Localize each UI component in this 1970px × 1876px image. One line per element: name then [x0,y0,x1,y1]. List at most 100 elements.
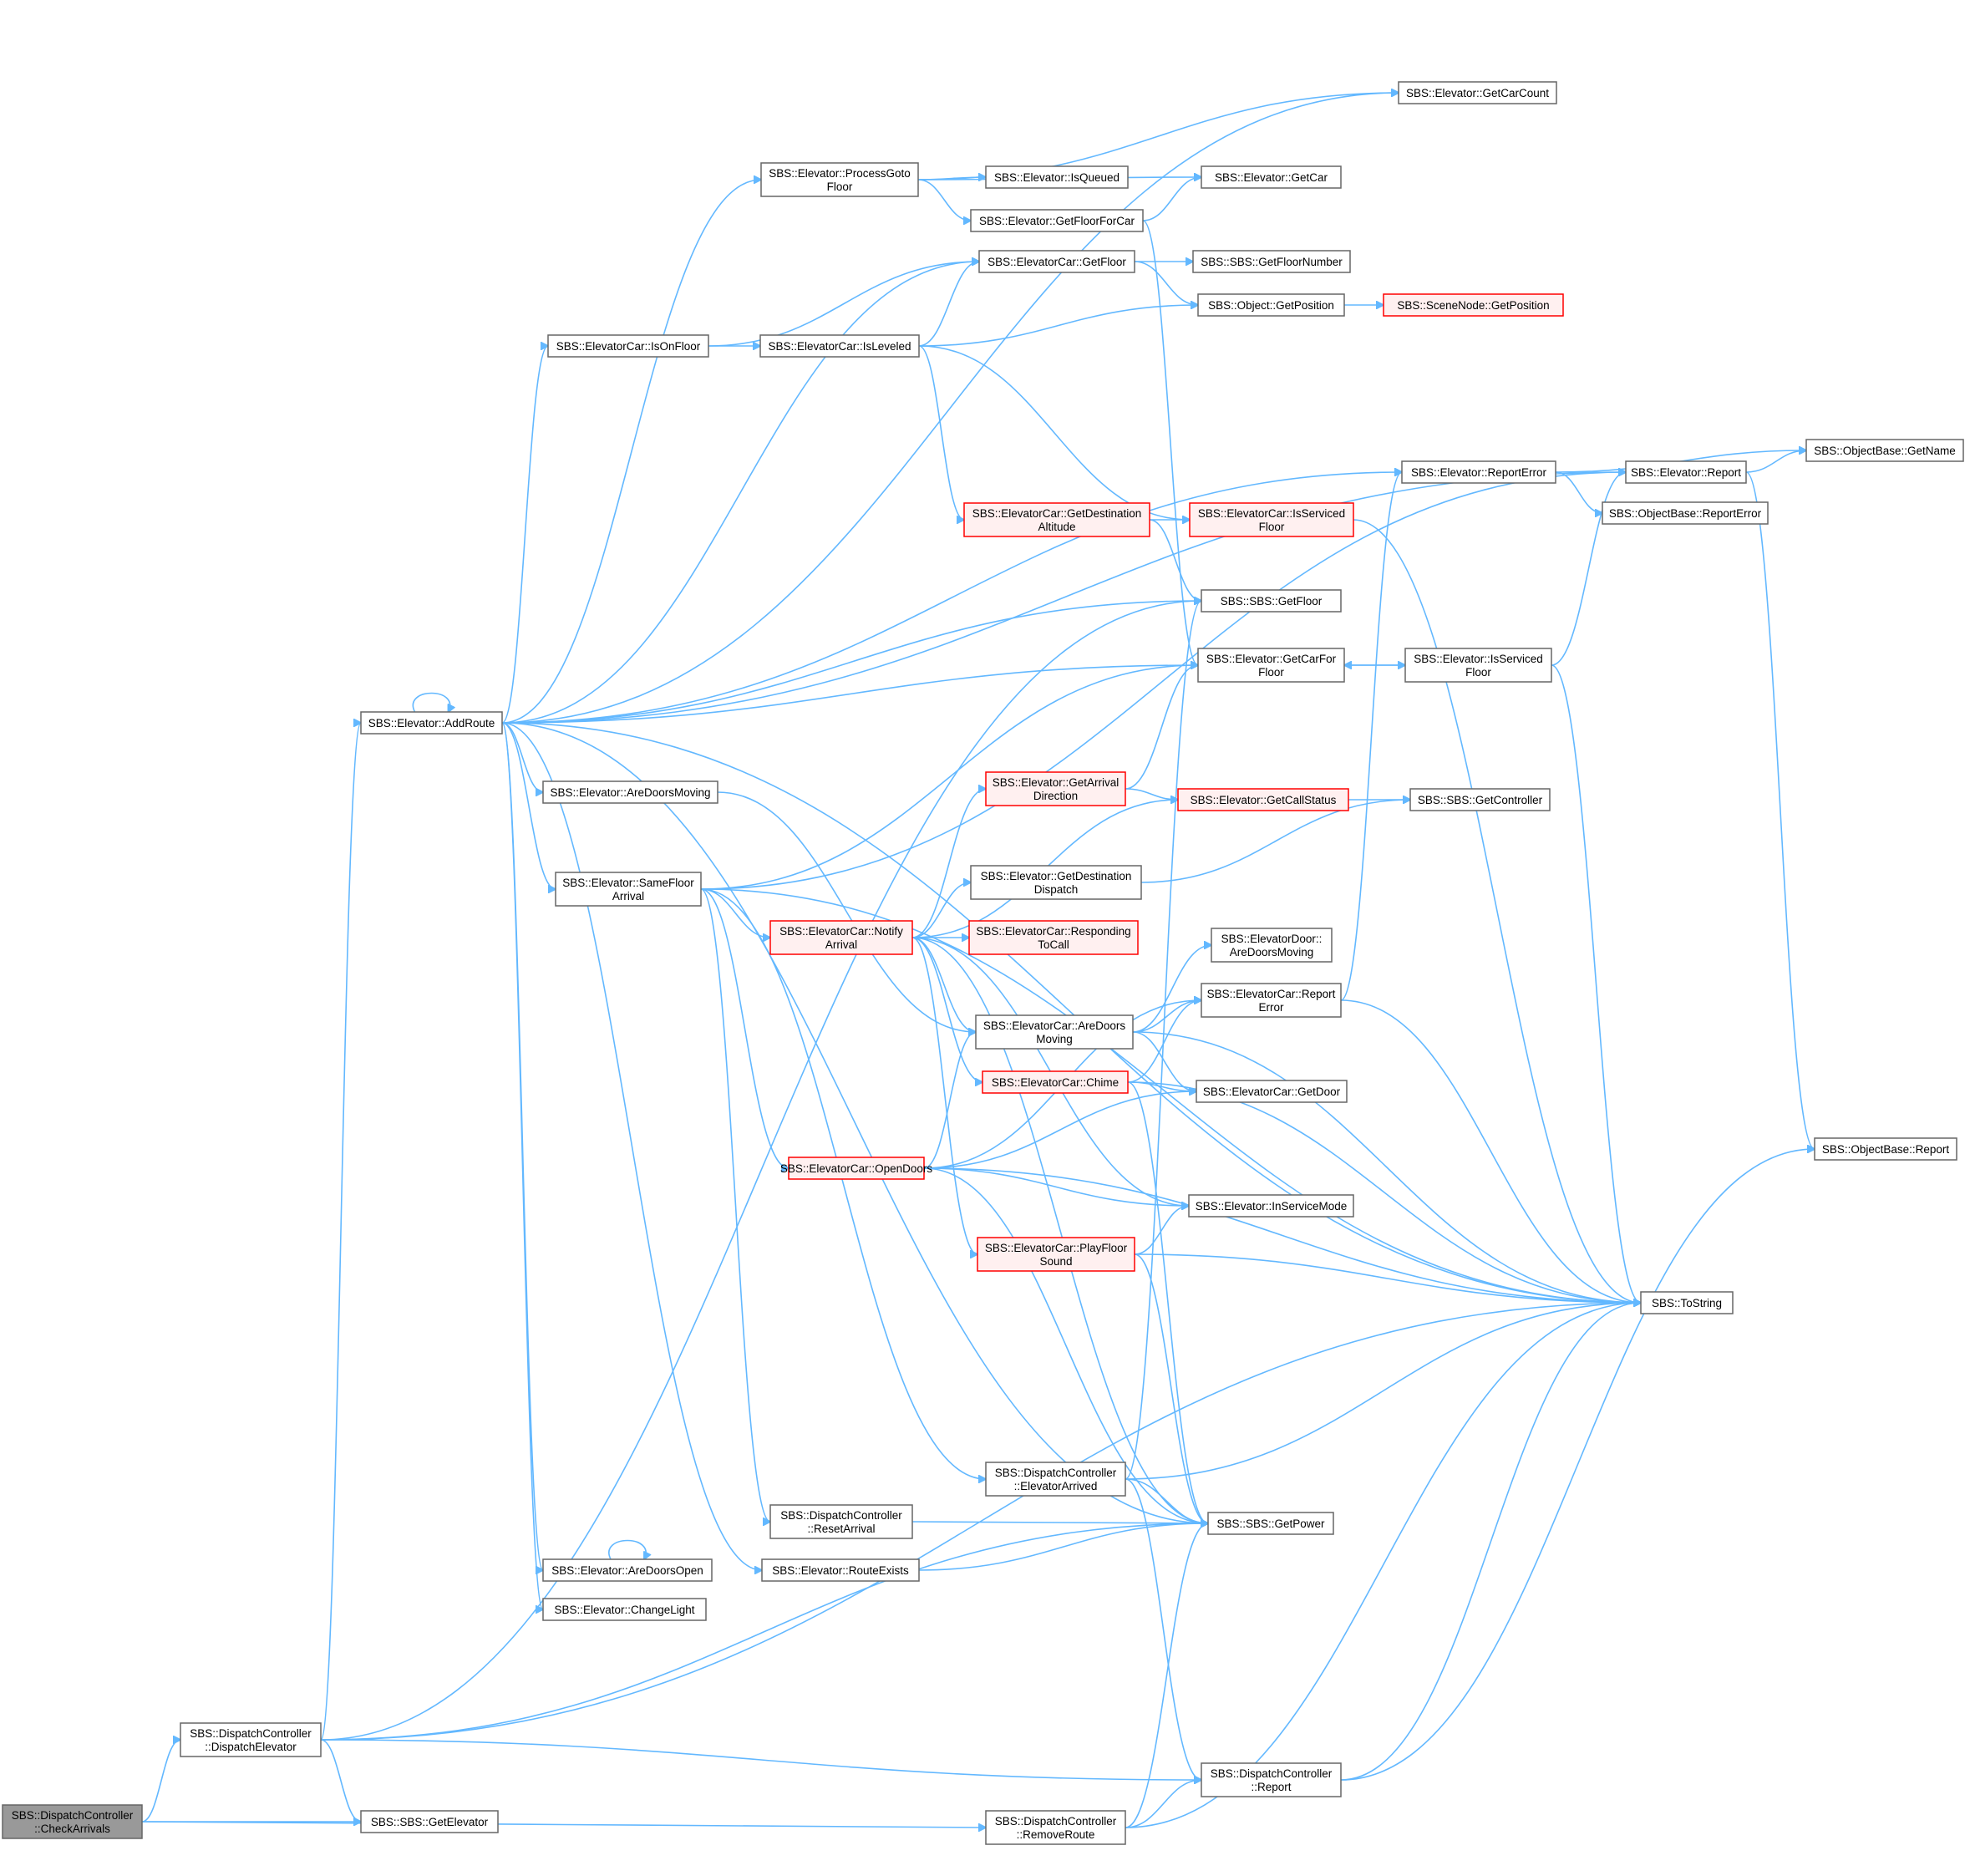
node-check-arrivals[interactable]: SBS::DispatchController::CheckArrivals [2,1804,143,1839]
node-get-call-status[interactable]: SBS::Elevator::GetCallStatus [1177,788,1349,811]
call-edges [141,93,1815,1828]
node-box [970,209,1144,232]
edge-dispatch_elevator-to-dc_report [320,1739,1201,1780]
node-ec-are-doors-moving[interactable]: SBS::ElevatorCar::AreDoorsMoving [975,1014,1134,1050]
node-label: SBS::ElevatorCar::AreDoors [983,1019,1126,1032]
edge-ec_get_floor-to-obj_get_position [1134,261,1198,305]
node-label: SBS::Elevator::GetCarFor [1206,653,1337,665]
node-reset-arrival[interactable]: SBS::DispatchController::ResetArrival [769,1504,913,1539]
node-box [978,250,1135,273]
node-ec-report-error[interactable]: SBS::ElevatorCar::ReportError [1201,983,1342,1018]
node-route-exists[interactable]: SBS::Elevator::RouteExists [761,1558,920,1582]
node-elevator-arrived[interactable]: SBS::DispatchController::ElevatorArrived [985,1462,1126,1497]
node-get-car-count[interactable]: SBS::Elevator::GetCarCount [1398,81,1557,104]
edge-notify_arrival-to-get_dest_dispatch [911,882,971,938]
node-label: ::ElevatorArrived [1014,1480,1098,1492]
node-get-controller[interactable]: SBS::SBS::GetController [1409,788,1551,811]
node-box [963,502,1150,537]
edge-add_route-to-ec_get_floor [501,262,979,724]
node-elevator-report-error[interactable]: SBS::Elevator::ReportError [1401,460,1556,484]
node-sbs-get-floor[interactable]: SBS::SBS::GetFloor [1201,589,1342,613]
node-label: SBS::Elevator::GetCarCount [1406,87,1549,99]
edge-dispatch_elevator-to-to_string [320,1303,1641,1741]
node-box [1409,788,1551,811]
node-label: SBS::ElevatorCar::GetFloor [988,256,1126,268]
node-dc-report[interactable]: SBS::DispatchController::Report [1201,1762,1342,1797]
node-label: Arrival [612,890,644,902]
node-are-doors-moving[interactable]: SBS::Elevator::AreDoorsMoving [542,780,718,804]
node-is-queued[interactable]: SBS::Elevator::IsQueued [985,165,1129,189]
node-ec-get-floor[interactable]: SBS::ElevatorCar::GetFloor [978,250,1135,273]
node-elevator-report[interactable]: SBS::Elevator::Report [1625,460,1747,484]
node-door-are-doors-moving[interactable]: SBS::ElevatorDoor::AreDoorsMoving [1211,928,1333,963]
node-remove-route[interactable]: SBS::DispatchController::RemoveRoute [985,1810,1126,1845]
node-box [1383,293,1564,317]
node-open-doors[interactable]: SBS::ElevatorCar::OpenDoors [780,1157,933,1180]
edge-elevator_arrived-to-get_power [1125,1478,1208,1523]
node-get-floor-number[interactable]: SBS::SBS::GetFloorNumber [1192,250,1351,273]
node-get-car[interactable]: SBS::Elevator::GetCar [1201,165,1342,189]
node-label: SBS::SceneNode::GetPosition [1397,299,1549,312]
node-is-leveled[interactable]: SBS::ElevatorCar::IsLeveled [759,334,920,358]
node-label: Arrival [825,938,857,951]
edge-open_doors-to-ec_are_doors_moving [923,1032,976,1169]
edge-add_route-to-add_route [412,692,449,713]
node-to-string[interactable]: SBS::ToString [1640,1291,1734,1314]
node-label: SBS::DispatchController [12,1809,134,1822]
edge-ec_report_error-to-to_string [1340,999,1641,1303]
node-box [769,1504,913,1539]
edge-same_floor_arrival-to-get_car_for_floor [700,665,1198,890]
edge-chime-to-get_power [1127,1081,1208,1523]
node-ob-report-error[interactable]: SBS::ObjectBase::ReportError [1602,501,1769,525]
node-box [760,162,919,197]
node-are-doors-open[interactable]: SBS::Elevator::AreDoorsOpen [542,1558,713,1582]
node-label: SBS::ElevatorCar::IsServiced [1198,507,1345,520]
node-add-route[interactable]: SBS::Elevator::AddRoute [360,711,503,735]
node-get-power[interactable]: SBS::SBS::GetPower [1207,1512,1334,1535]
node-box [1201,983,1342,1018]
node-label: SBS::SBS::GetFloor [1221,595,1323,608]
node-label: ::Report [1251,1781,1291,1793]
node-label: SBS::DispatchController [780,1509,902,1522]
edge-is_leveled-to-ec_is_serviced_floor [918,345,1190,520]
node-box [360,711,503,735]
node-label: SBS::Elevator::ReportError [1411,466,1547,479]
node-ob-get-name[interactable]: SBS::ObjectBase::GetName [1805,439,1964,462]
edge-ec_are_doors_moving-to-get_door [1132,1031,1196,1091]
edge-add_route-to-elevator_report [501,472,1626,724]
node-in-service-mode[interactable]: SBS::Elevator::InServiceMode [1188,1194,1354,1218]
function-nodes: SBS::DispatchController::CheckArrivalsSB… [2,81,1964,1845]
node-is-on-floor[interactable]: SBS::ElevatorCar::IsOnFloor [547,334,709,358]
node-box [970,865,1142,900]
node-scenenode-get-position[interactable]: SBS::SceneNode::GetPosition [1383,293,1564,317]
node-obj-get-position[interactable]: SBS::Object::GetPosition [1197,293,1345,317]
edge-notify_arrival-to-play_floor_sound [911,937,977,1254]
node-dispatch-elevator[interactable]: SBS::DispatchController::DispatchElevato… [180,1722,322,1757]
edge-elevator_is_serviced_floor-to-elevator_report [1551,472,1626,666]
node-label: SBS::ObjectBase::ReportError [1609,507,1762,520]
edge-elevator_report-to-ob_report [1745,471,1815,1149]
node-change-light[interactable]: SBS::Elevator::ChangeLight [542,1598,707,1621]
node-get-door[interactable]: SBS::ElevatorCar::GetDoor [1196,1080,1348,1103]
node-ob-report[interactable]: SBS::ObjectBase::Report [1814,1137,1957,1161]
node-label: SBS::ElevatorCar::Responding [976,925,1130,938]
node-box [769,920,913,955]
node-chime[interactable]: SBS::ElevatorCar::Chime [982,1070,1129,1094]
edge-dispatch_elevator-to-get_elevator [320,1739,361,1822]
edge-add_route-to-same_floor_arrival [501,722,556,889]
node-box [1404,648,1552,683]
edge-open_doors-to-get_power [923,1167,1208,1523]
node-get-floor-for-car[interactable]: SBS::Elevator::GetFloorForCar [970,209,1144,232]
node-get-elevator[interactable]: SBS::SBS::GetElevator [360,1810,499,1833]
